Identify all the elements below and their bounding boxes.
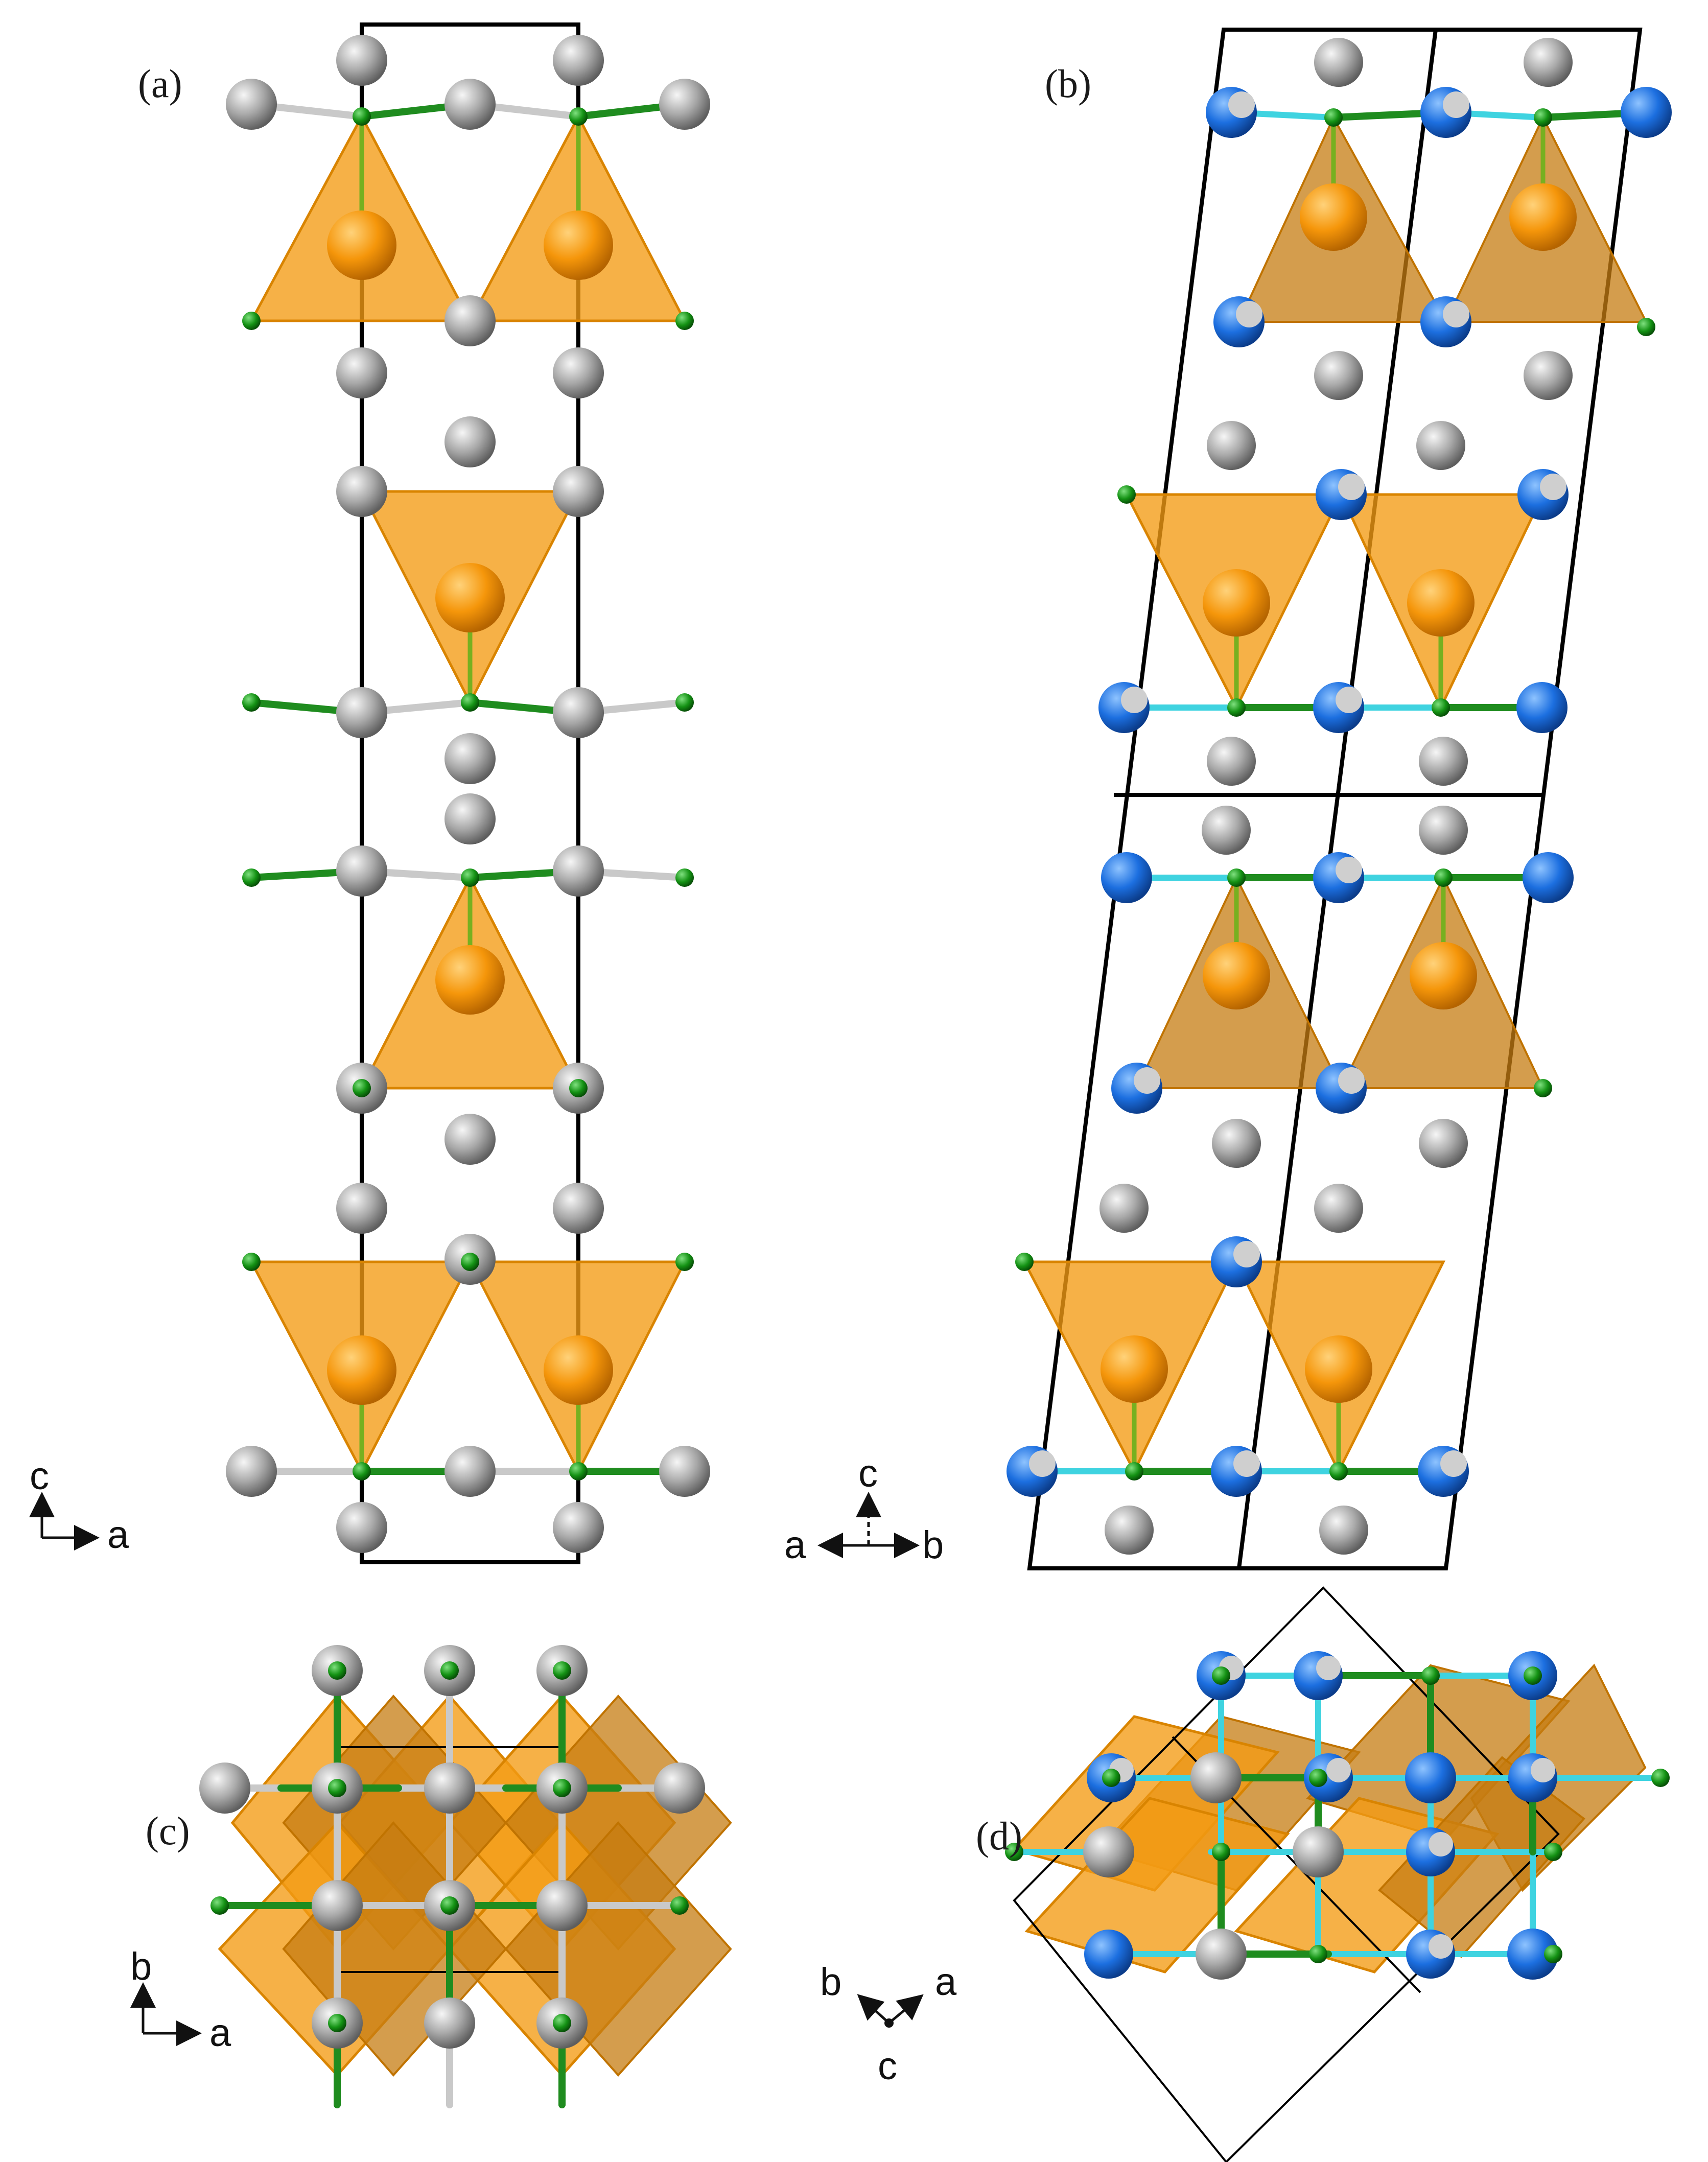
axis-icon-d: b a c (820, 1960, 957, 2088)
axis-icon-b: c a b (784, 1452, 944, 1567)
axis-label-a-c: c (30, 1454, 49, 1498)
panel-a-label: (a) (138, 61, 182, 106)
orange-atoms-a (327, 210, 613, 1405)
panel-d-label: (d) (976, 1814, 1022, 1858)
blue-gray-atoms-d (1083, 1651, 1558, 1980)
gray-atoms-a (226, 35, 710, 1553)
green-atoms-d (1005, 1666, 1670, 1963)
axis-label-b-a: a (784, 1523, 806, 1567)
gray-atoms-b (1099, 38, 1573, 1555)
axis-label-d-b: b (820, 1960, 841, 2004)
axis-icon-a: c a (29, 1454, 129, 1557)
panel-c: (c) b a (130, 1645, 732, 2108)
green-atoms-c (210, 1661, 689, 2032)
panel-a: (a) (29, 22, 710, 1564)
axis-label-b-c: c (858, 1452, 878, 1495)
panel-b-label: (b) (1045, 61, 1091, 106)
polyhedra-c (218, 1694, 732, 2077)
orange-atoms-b (1101, 183, 1577, 1403)
axis-icon-c: b a (130, 1945, 231, 2055)
green-atoms-b (1015, 108, 1655, 1481)
axis-label-d-c: c (878, 2045, 897, 2088)
axis-label-c-a: a (209, 2011, 231, 2055)
blue-gray-atoms-b (1007, 87, 1672, 1497)
axis-label-b-b: b (922, 1523, 944, 1567)
polyhedra-d (1012, 1663, 1647, 1973)
unit-cell-a (360, 22, 580, 1564)
axis-label-d-a: a (935, 1960, 957, 2004)
green-atoms-a (242, 107, 694, 1481)
axis-label-c-b: b (130, 1945, 152, 1988)
panel-b: (b) (784, 28, 1672, 1570)
panel-c-label: (c) (146, 1808, 190, 1853)
axis-label-a-a: a (107, 1513, 129, 1557)
panel-d: (d) b a c (820, 1586, 1670, 2162)
